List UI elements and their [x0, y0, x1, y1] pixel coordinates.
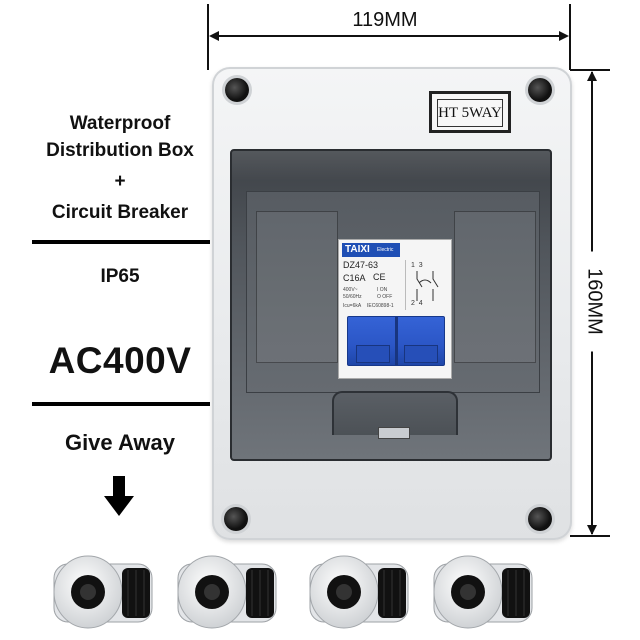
title-line-2: Distribution Box — [46, 140, 194, 161]
height-label: 160MM — [582, 251, 606, 352]
ip-rating: IP65 — [100, 266, 140, 287]
latch-clip — [378, 427, 410, 439]
box-label: HT 5WAY — [437, 99, 503, 127]
breaker-brand-badge: TAIXI Electric — [342, 243, 400, 257]
breaker-rating: C16A — [343, 273, 366, 283]
divider-top — [32, 240, 210, 244]
breaker-spec-1: 400V~ — [343, 287, 358, 293]
breaker-standard: IEC60898-1 — [367, 303, 394, 309]
screw-top-left — [225, 78, 249, 102]
handle-grip-left — [356, 345, 390, 363]
breaker-on-label: I ON — [377, 287, 388, 293]
cable-gland-2 — [177, 555, 277, 629]
ce-mark: CE — [373, 272, 386, 282]
terminals-bottom: 2 4 — [411, 300, 423, 307]
breaker-spec-2: 50/60Hz — [343, 294, 362, 300]
cable-gland-4 — [433, 555, 533, 629]
voltage-rating: AC400V — [48, 340, 192, 381]
circuit-symbol-icon — [416, 271, 439, 301]
breaker-off-label: O OFF — [377, 294, 393, 300]
terminals-top: 1 3 — [411, 262, 423, 269]
blank-cover-right — [454, 211, 536, 363]
breaker-model: DZ47-63 — [343, 260, 379, 270]
circuit-breaker: TAIXI Electric DZ47-63 C16A CE 400V~ 50/… — [338, 239, 452, 379]
give-away-label: Give Away — [64, 430, 176, 455]
width-dimension-line — [207, 4, 571, 70]
breaker-divider — [405, 260, 406, 310]
handle-grip-right — [404, 345, 438, 363]
breaker-handle[interactable] — [347, 316, 445, 366]
screw-bottom-right — [528, 507, 552, 531]
breaker-icu: Icu=6kA — [343, 303, 362, 309]
width-label: 119MM — [330, 9, 440, 32]
box-label-plate: HT 5WAY — [429, 91, 511, 133]
divider-bottom — [32, 402, 210, 406]
arrow-down-icon — [104, 476, 134, 516]
cover-reflection — [232, 151, 550, 181]
plus-sign: + — [114, 171, 126, 192]
title-line-3: Circuit Breaker — [51, 202, 189, 223]
distribution-box: HT 5WAY TAIXI Electric DZ47-63 C16A CE 4… — [212, 67, 572, 540]
cable-gland-3 — [309, 555, 409, 629]
transparent-cover[interactable]: TAIXI Electric DZ47-63 C16A CE 400V~ 50/… — [230, 149, 552, 461]
screw-top-right — [528, 78, 552, 102]
breaker-brand-sub: Electric — [377, 247, 394, 253]
blank-cover-left — [256, 211, 338, 363]
cable-gland-1 — [53, 555, 153, 629]
handle-split — [395, 317, 398, 365]
breaker-brand: TAIXI — [345, 244, 370, 255]
title-line-1: Waterproof — [69, 113, 171, 134]
screw-bottom-left — [224, 507, 248, 531]
